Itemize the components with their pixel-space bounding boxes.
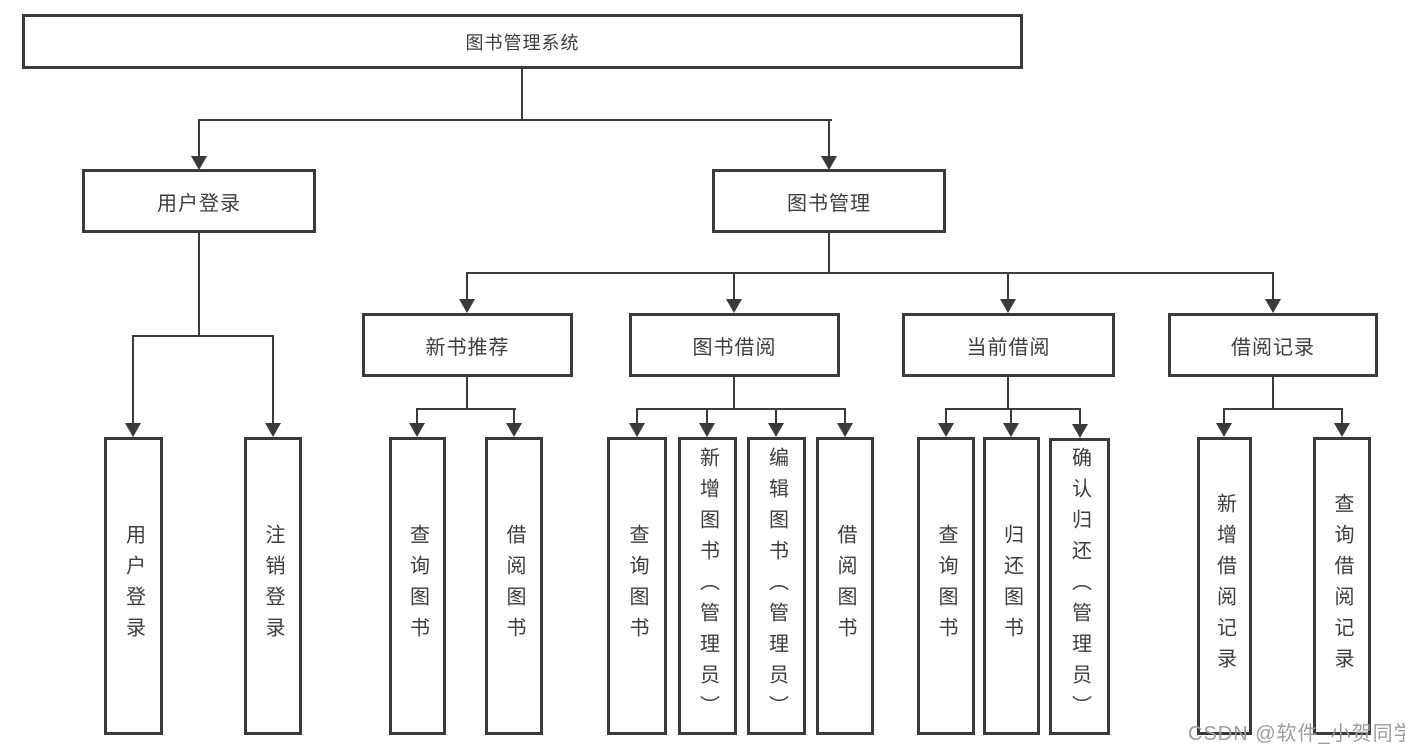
node-label: 当前借阅 bbox=[966, 336, 1051, 359]
connector-arrow-stem bbox=[775, 408, 777, 425]
connector-arrow-stem bbox=[636, 408, 638, 425]
connector-login-split bbox=[132, 335, 274, 337]
leaf-logout: 注销登录 bbox=[244, 437, 302, 735]
arrow-down-icon bbox=[821, 156, 837, 170]
connector-arrow-stem bbox=[1010, 408, 1012, 425]
leaf-label: 确认归还（管理员） bbox=[1068, 447, 1091, 726]
connector-split bbox=[636, 408, 846, 410]
arrow-down-icon bbox=[837, 423, 853, 437]
node-label: 借阅记录 bbox=[1231, 336, 1315, 359]
leaf-borrow-books: 借阅图书 bbox=[816, 437, 874, 735]
connector-arrow-stem bbox=[198, 119, 200, 159]
leaf-add-book-admin: 新增图书（管理员） bbox=[678, 437, 737, 735]
node-label: 图书管理 bbox=[787, 192, 871, 215]
connector-arrow-stem bbox=[513, 408, 515, 425]
leaf-query-books-recommend: 查询图书 bbox=[389, 437, 446, 735]
arrow-down-icon bbox=[1216, 423, 1232, 437]
arrow-down-icon bbox=[1334, 423, 1350, 437]
connector-root-split bbox=[198, 119, 832, 121]
connector-arrow-stem bbox=[1341, 408, 1343, 425]
connector-arrow-stem bbox=[416, 408, 418, 425]
arrow-down-icon bbox=[459, 299, 475, 313]
connector-arrow-stem bbox=[466, 272, 468, 301]
connector-arrow-stem bbox=[1079, 408, 1081, 425]
connector-arrow-stem bbox=[132, 335, 134, 425]
leaf-confirm-return-admin: 确认归还（管理员） bbox=[1049, 438, 1110, 735]
node-borrow-records: 借阅记录 bbox=[1168, 313, 1378, 377]
leaf-label: 新增图书（管理员） bbox=[696, 446, 719, 726]
connector-stem bbox=[466, 377, 468, 409]
leaf-label: 编辑图书（管理员） bbox=[765, 446, 788, 726]
connector-arrow-stem bbox=[828, 119, 830, 159]
node-library-management-system: 图书管理系统 bbox=[22, 14, 1023, 69]
leaf-return-book: 归还图书 bbox=[983, 437, 1040, 735]
connector-manage-stem bbox=[828, 233, 830, 272]
arrow-down-icon bbox=[1072, 424, 1088, 438]
leaf-query-books-borrow: 查询图书 bbox=[607, 437, 667, 735]
csdn-watermark: CSDN @软件_小贺同学 bbox=[1188, 723, 1405, 745]
connector-manage-split bbox=[466, 272, 1274, 274]
node-label: 图书管理系统 bbox=[465, 32, 580, 53]
leaf-label: 查询图书 bbox=[935, 524, 957, 648]
arrow-down-icon bbox=[699, 423, 715, 437]
connector-arrow-stem bbox=[1272, 272, 1274, 301]
arrow-down-icon bbox=[938, 423, 954, 437]
arrow-down-icon bbox=[191, 156, 207, 170]
leaf-query-books-current: 查询图书 bbox=[917, 437, 975, 735]
connector-login-stem bbox=[198, 233, 200, 335]
leaf-user-login: 用户登录 bbox=[104, 437, 163, 735]
node-current-borrowing: 当前借阅 bbox=[902, 313, 1115, 377]
node-label: 图书借阅 bbox=[692, 336, 777, 359]
arrow-down-icon bbox=[768, 423, 784, 437]
connector-stem bbox=[733, 377, 735, 409]
leaf-label: 查询借阅记录 bbox=[1331, 493, 1353, 679]
leaf-label: 新增借阅记录 bbox=[1213, 493, 1236, 679]
connector-stem bbox=[1007, 377, 1009, 409]
leaf-query-borrow-record: 查询借阅记录 bbox=[1313, 437, 1371, 735]
leaf-label: 查询图书 bbox=[406, 524, 429, 648]
node-book-management: 图书管理 bbox=[712, 169, 946, 233]
arrow-down-icon bbox=[726, 299, 742, 313]
node-user-login: 用户登录 bbox=[82, 169, 316, 233]
node-new-book-recommend: 新书推荐 bbox=[362, 313, 573, 377]
connector-arrow-stem bbox=[706, 408, 708, 425]
connector-split bbox=[945, 408, 1081, 410]
arrow-down-icon bbox=[125, 423, 141, 437]
leaf-label: 查询图书 bbox=[626, 524, 648, 648]
arrow-down-icon bbox=[1003, 423, 1019, 437]
connector-arrow-stem bbox=[844, 408, 846, 425]
connector-root-stem bbox=[521, 69, 523, 120]
connector-arrow-stem bbox=[733, 272, 735, 301]
arrow-down-icon bbox=[506, 423, 522, 437]
leaf-label: 借阅图书 bbox=[503, 524, 525, 648]
connector-arrow-stem bbox=[1007, 272, 1009, 301]
connector-arrow-stem bbox=[272, 335, 274, 425]
connector-stem bbox=[1272, 377, 1274, 409]
arrow-down-icon bbox=[629, 423, 645, 437]
leaf-label: 用户登录 bbox=[122, 524, 145, 648]
connector-split bbox=[416, 408, 516, 410]
node-label: 新书推荐 bbox=[425, 336, 510, 359]
arrow-down-icon bbox=[409, 423, 425, 437]
connector-arrow-stem bbox=[945, 408, 947, 425]
leaf-label: 借阅图书 bbox=[834, 524, 856, 648]
arrow-down-icon bbox=[1000, 299, 1016, 313]
leaf-edit-book-admin: 编辑图书（管理员） bbox=[747, 437, 806, 735]
node-book-borrowing: 图书借阅 bbox=[629, 313, 840, 377]
leaf-borrow-books-recommend: 借阅图书 bbox=[485, 437, 543, 735]
arrow-down-icon bbox=[1265, 299, 1281, 313]
leaf-label: 归还图书 bbox=[1000, 524, 1023, 648]
leaf-label: 注销登录 bbox=[262, 524, 284, 648]
connector-split bbox=[1223, 408, 1343, 410]
arrow-down-icon bbox=[265, 423, 281, 437]
connector-arrow-stem bbox=[1223, 408, 1225, 425]
node-label: 用户登录 bbox=[157, 192, 241, 215]
leaf-add-borrow-record: 新增借阅记录 bbox=[1197, 437, 1252, 735]
